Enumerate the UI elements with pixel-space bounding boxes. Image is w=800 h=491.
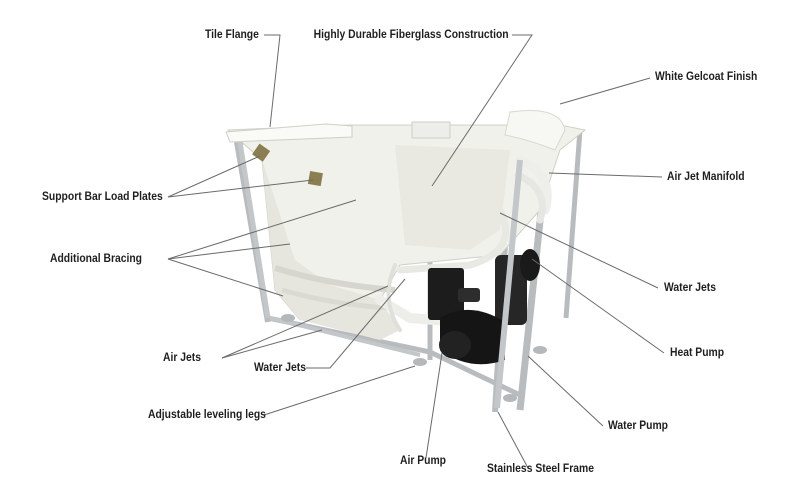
label-air-pump: Air Pump: [400, 455, 447, 467]
leader-lines: [167, 34, 665, 469]
label-air-jet-manifold: Air Jet Manifold: [667, 171, 745, 183]
leveling-legs: [281, 314, 547, 402]
label-water-pump: Water Pump: [608, 420, 669, 432]
label-adjustable-leveling-legs: Adjustable leveling legs: [148, 409, 266, 421]
label-tile-flange: Tile Flange: [205, 29, 259, 41]
steel-frame-front: [237, 141, 523, 409]
label-fiberglass-construction: Highly Durable Fiberglass Construction: [314, 29, 509, 41]
label-water-jets-right: Water Jets: [664, 282, 716, 294]
label-support-bar-load-plates: Support Bar Load Plates: [42, 191, 163, 203]
label-additional-bracing: Additional Bracing: [50, 253, 143, 265]
label-water-jets-left: Water Jets: [254, 362, 306, 374]
label-white-gelcoat-finish: White Gelcoat Finish: [655, 71, 758, 83]
label-heat-pump: Heat Pump: [670, 347, 725, 359]
label-stainless-steel-frame: Stainless Steel Frame: [487, 463, 595, 475]
label-air-jets: Air Jets: [163, 352, 201, 364]
pumps: [428, 249, 540, 365]
